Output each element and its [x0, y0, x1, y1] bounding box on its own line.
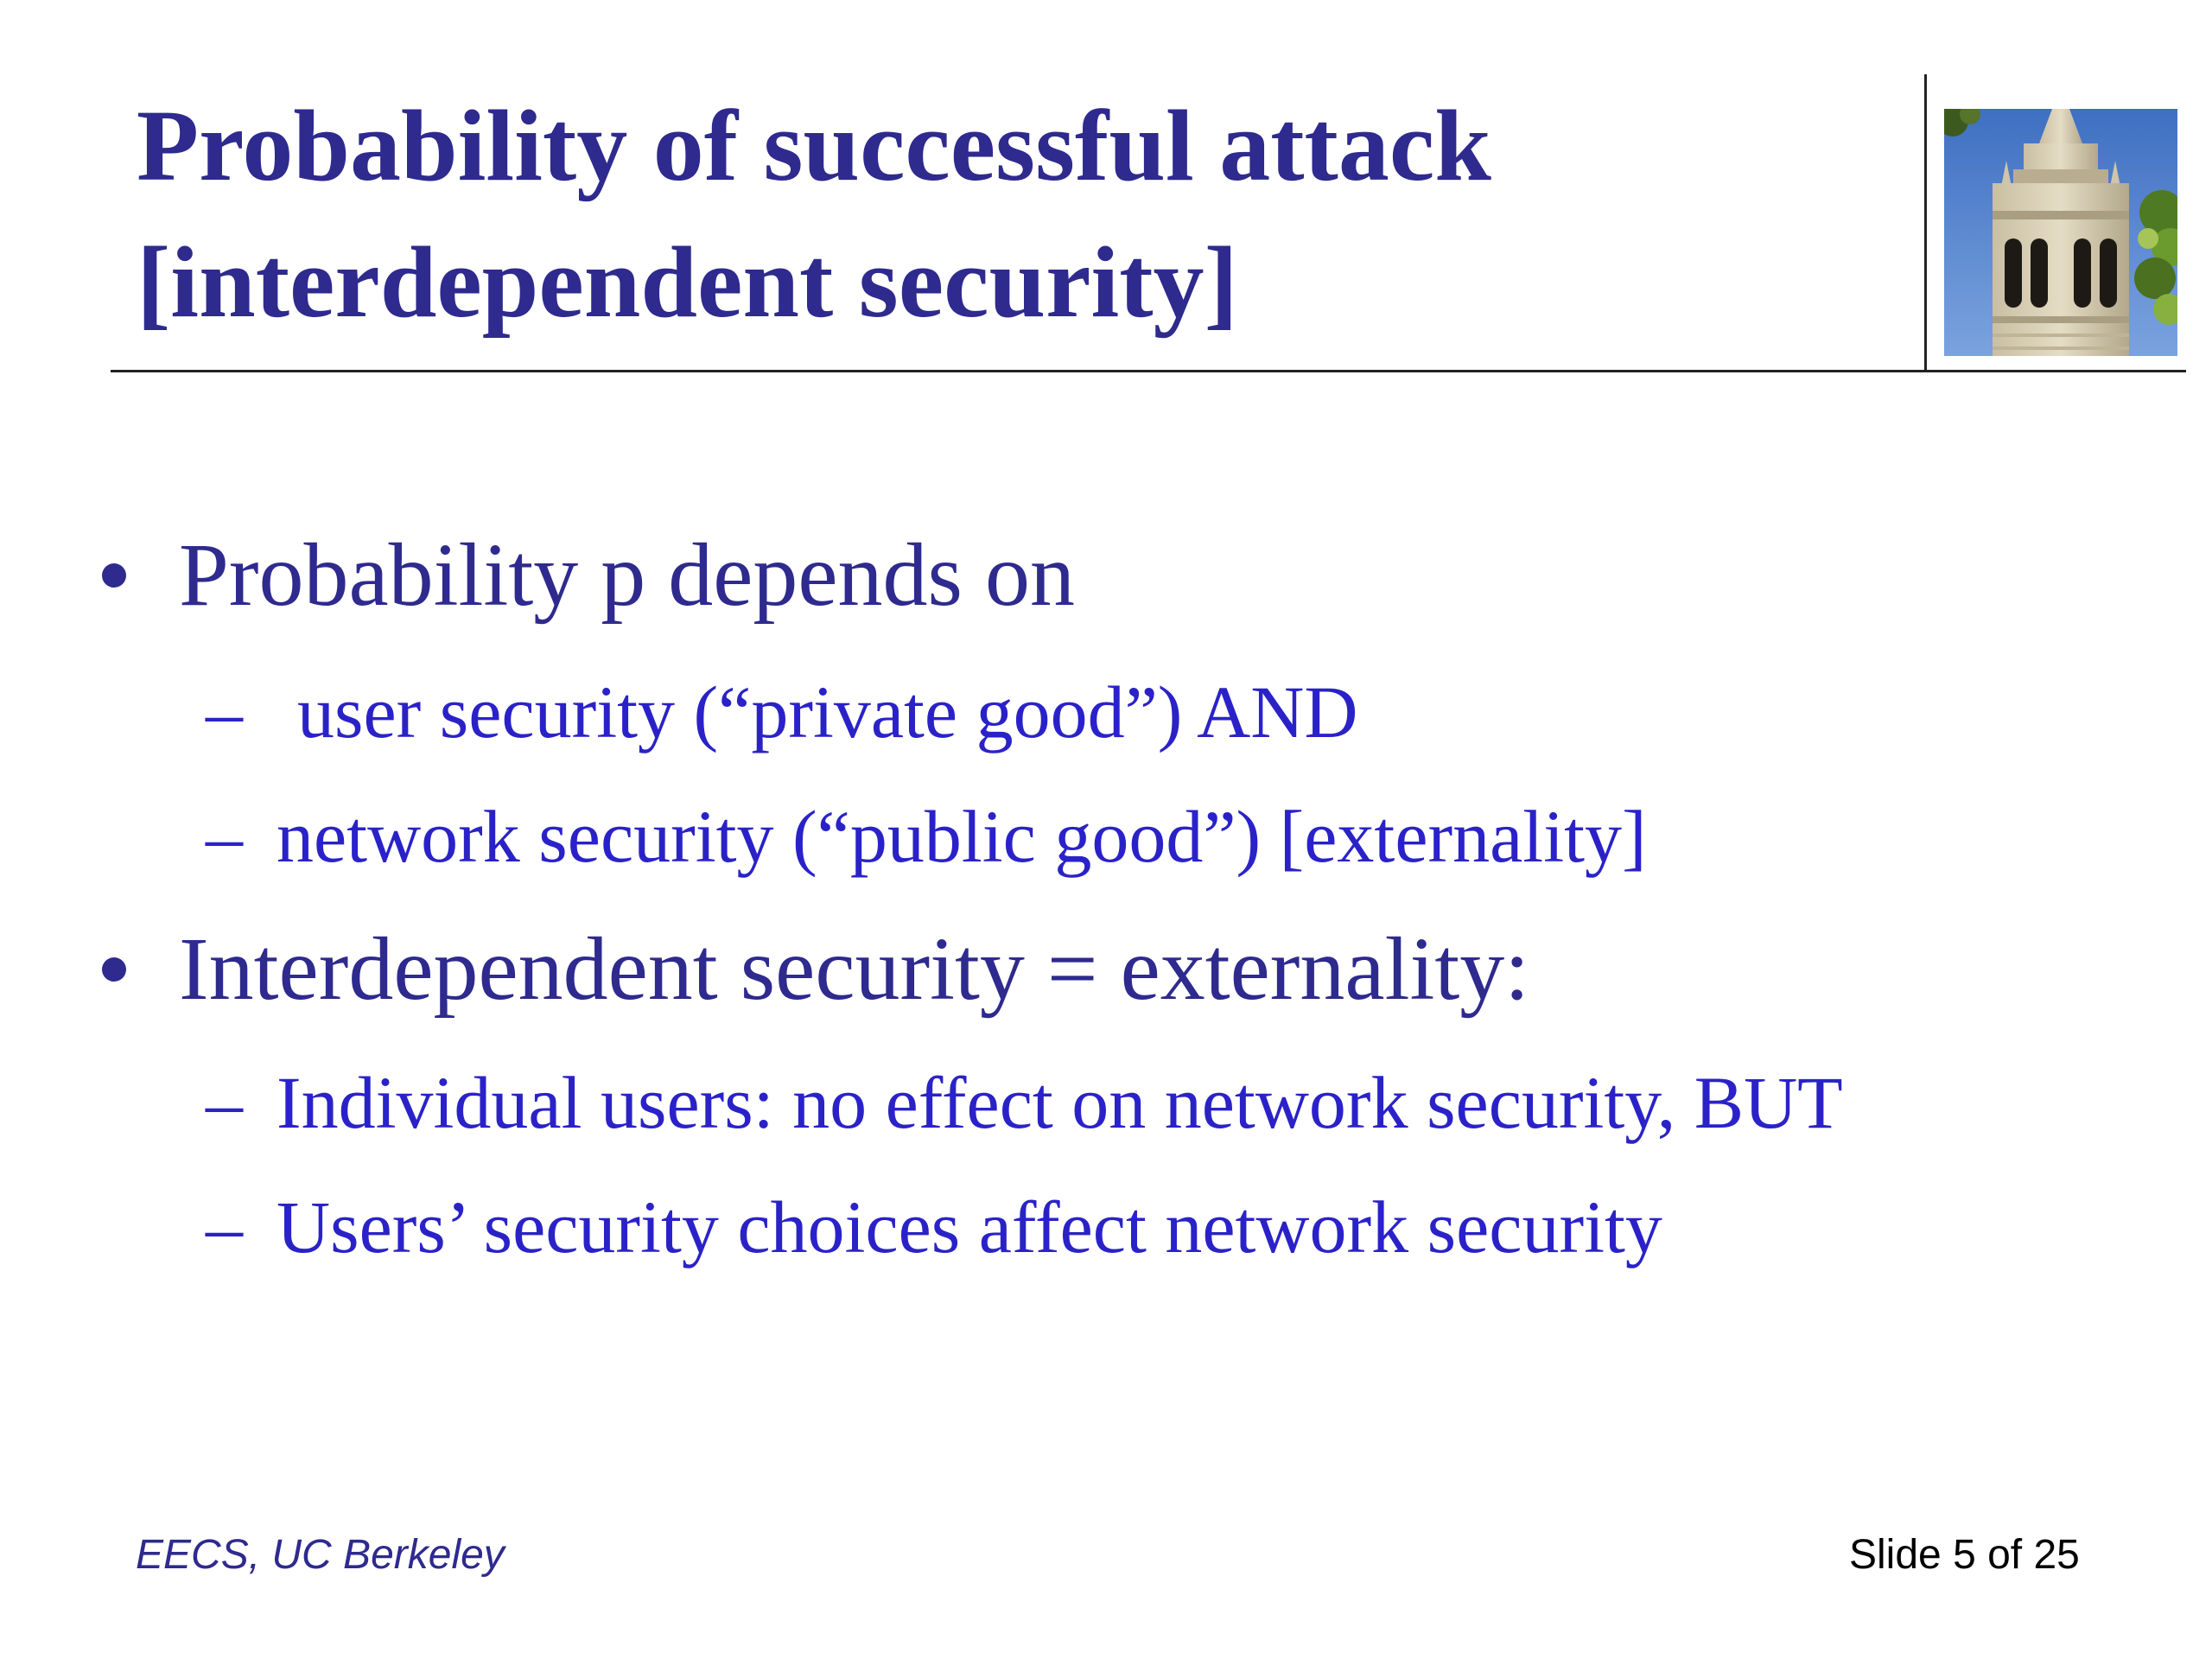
sub-bullet-dash: –: [206, 795, 243, 878]
title-divider: [111, 370, 2186, 372]
bullet-item: Probability p depends on: [0, 524, 2212, 627]
bullet-text: Probability p depends on: [179, 525, 1076, 625]
sub-bullet-dash: –: [206, 1061, 243, 1144]
slide-title: Probability of successful attack [interd…: [137, 78, 1865, 351]
sub-bullet-dash: –: [206, 1185, 243, 1268]
slide-title-line-1: Probability of successful attack: [137, 89, 1491, 202]
bullet-dot-icon: [97, 558, 131, 593]
sub-bullet-text: Individual users: no effect on network s…: [276, 1061, 1843, 1144]
sub-bullet-item: – Users’ security choices affect network…: [0, 1184, 2212, 1270]
slide-number: Slide 5 of 25: [1849, 1532, 2080, 1578]
bullet-dot-icon: [97, 952, 131, 987]
slide-title-line-2: [interdependent security]: [137, 226, 1238, 339]
sub-bullet-item: – Individual users: no effect on network…: [0, 1059, 2212, 1146]
sub-bullet-dash: –: [206, 671, 243, 753]
sub-bullet-item: – network security (“public good”) [exte…: [0, 793, 2212, 880]
sub-bullet-item: – user security (“private good”) AND: [0, 669, 2212, 755]
sub-bullet-text: user security (“private good”) AND: [297, 671, 1358, 753]
logo-divider: [1924, 74, 1927, 372]
bullet-item: Interdependent security = externality:: [0, 918, 2212, 1021]
bullet-text: Interdependent security = externality:: [179, 919, 1530, 1019]
footer-institution: EECS, UC Berkeley: [136, 1532, 505, 1578]
sub-bullet-text: network security (“public good”) [extern…: [276, 795, 1647, 878]
campanile-logo-icon: [1944, 109, 2177, 356]
sub-bullet-text: Users’ security choices affect network s…: [276, 1185, 1662, 1268]
